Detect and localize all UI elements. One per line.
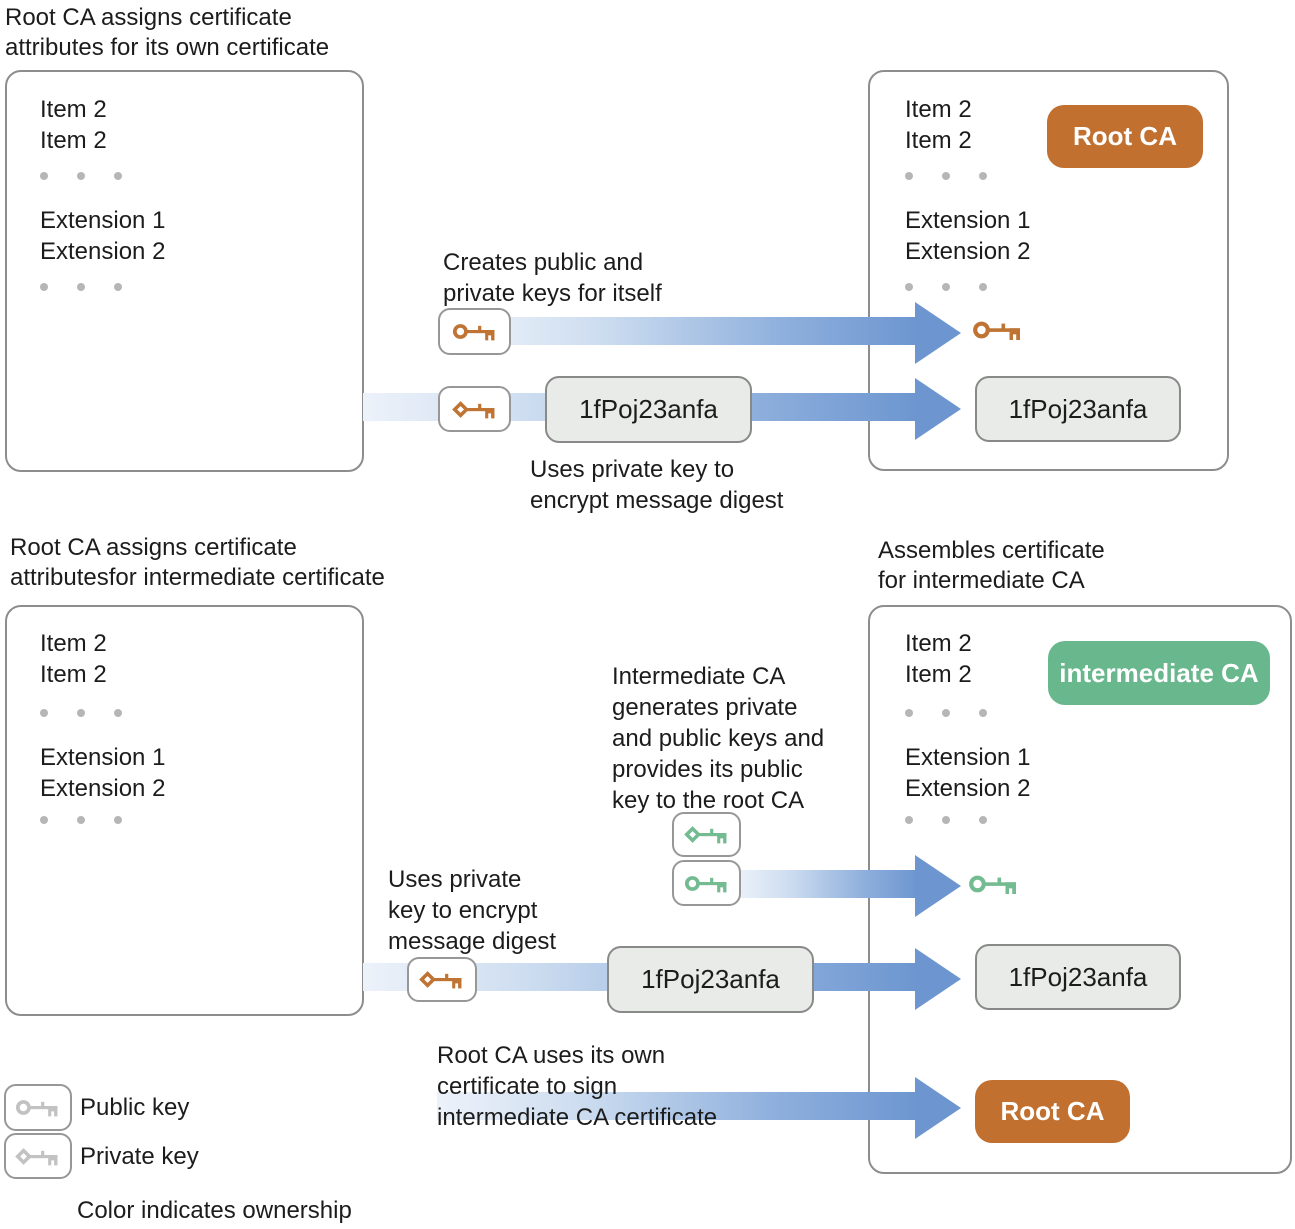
creates-keys-text: Creates public and private keys for itse…: [443, 247, 662, 309]
cert-item: Item 2: [905, 127, 972, 154]
cert-extensions: Extension 1 Extension 2: [905, 742, 1030, 804]
top-header-line1: Root CA assigns certificate: [5, 4, 292, 31]
cert-items: Item 2 Item 2: [905, 94, 972, 156]
bottom-left-cert-box: [5, 605, 364, 1016]
bottom-right-header: Assembles certificate for intermediate C…: [878, 536, 1105, 596]
ellipsis-dots: [905, 283, 987, 291]
cert-extension: Extension 1: [40, 207, 166, 234]
creates-keys-line: Creates public and: [443, 249, 644, 276]
signature-box: 1fPoj23anfa: [975, 376, 1181, 442]
intermediate-generates-text: Intermediate CA generates private and pu…: [612, 661, 824, 816]
cert-extension: Extension 2: [905, 775, 1031, 802]
legend-color-note: Color indicates ownership: [77, 1197, 352, 1224]
bottom-right-header-line2: for intermediate CA: [878, 567, 1085, 594]
ellipsis-dots: [40, 283, 122, 291]
bottom-left-header: Root CA assigns certificate attributesfo…: [10, 533, 385, 593]
uses-private-key-line: encrypt message digest: [530, 487, 784, 514]
ellipsis-dots: [905, 816, 987, 824]
root-ca-signs-line: intermediate CA certificate: [437, 1104, 718, 1131]
cert-item: Item 2: [40, 96, 107, 123]
legend-public-key-icon: [4, 1084, 72, 1131]
cert-extension: Extension 1: [40, 744, 166, 771]
public-key-icon: [972, 317, 1024, 343]
cert-item: Item 2: [905, 96, 972, 123]
cert-extensions: Extension 1 Extension 2: [905, 205, 1030, 267]
cert-item: Item 2: [40, 127, 107, 154]
ellipsis-dots: [905, 709, 987, 717]
root-ca-signs-line: Root CA uses its own: [437, 1042, 666, 1069]
cert-items: Item 2 Item 2: [905, 628, 972, 690]
public-key-icon: [672, 860, 741, 906]
top-header: Root CA assigns certificate attributes f…: [5, 3, 329, 63]
uses-private-key-line: key to encrypt: [388, 897, 538, 924]
cert-extension: Extension 1: [905, 744, 1031, 771]
ellipsis-dots: [905, 172, 987, 180]
private-key-icon: [438, 386, 511, 432]
legend-public-key-label: Public key: [80, 1094, 190, 1121]
top-header-line2: attributes for its own certificate: [5, 34, 330, 61]
bottom-left-header-line1: Root CA assigns certificate: [10, 534, 297, 561]
root-ca-badge: Root CA: [1047, 105, 1203, 168]
bottom-right-header-line1: Assembles certificate: [878, 537, 1105, 564]
top-left-cert-box: [5, 70, 364, 472]
intermediate-generates-line: key to the root CA: [612, 787, 805, 814]
signature-box: 1fPoj23anfa: [607, 946, 814, 1013]
cert-item: Item 2: [905, 661, 972, 688]
legend-private-key-label: Private key: [80, 1143, 199, 1170]
uses-private-key-line: Uses private: [388, 866, 522, 893]
cert-extensions: Extension 1 Extension 2: [40, 205, 165, 267]
uses-private-key-line: message digest: [388, 928, 557, 955]
intermediate-generates-line: provides its public: [612, 756, 803, 783]
uses-private-key-text: Uses private key to encrypt message dige…: [388, 864, 556, 957]
creates-keys-line: private keys for itself: [443, 280, 662, 307]
signature-box: 1fPoj23anfa: [545, 376, 752, 443]
uses-private-key-text: Uses private key to encrypt message dige…: [530, 454, 783, 516]
cert-item: Item 2: [40, 661, 107, 688]
cert-items: Item 2 Item 2: [40, 628, 107, 690]
root-ca-signs-line: certificate to sign: [437, 1073, 618, 1100]
ellipsis-dots: [40, 709, 122, 717]
arrow-public-key-body: [465, 317, 917, 345]
cert-extension: Extension 2: [40, 775, 166, 802]
intermediate-generates-line: and public keys and: [612, 725, 825, 752]
public-key-icon: [968, 871, 1020, 897]
arrow-intermediate-public-key-body: [735, 870, 917, 898]
cert-extension: Extension 2: [905, 238, 1031, 265]
intermediate-generates-line: Intermediate CA: [612, 663, 786, 690]
cert-item: Item 2: [40, 630, 107, 657]
ellipsis-dots: [40, 816, 122, 824]
private-key-icon: [407, 957, 477, 1002]
root-ca-signs-text: Root CA uses its own certificate to sign…: [437, 1040, 717, 1133]
cert-items: Item 2 Item 2: [40, 94, 107, 156]
private-key-icon: [672, 812, 741, 857]
cert-extension: Extension 1: [905, 207, 1031, 234]
cert-extensions: Extension 1 Extension 2: [40, 742, 165, 804]
root-ca-badge: Root CA: [975, 1080, 1130, 1143]
cert-item: Item 2: [905, 630, 972, 657]
uses-private-key-line: Uses private key to: [530, 456, 735, 483]
intermediate-generates-line: generates private: [612, 694, 798, 721]
public-key-icon: [438, 308, 511, 355]
arrow-root-signs-body: [437, 1092, 917, 1120]
signature-box: 1fPoj23anfa: [975, 944, 1181, 1010]
legend-private-key-icon: [4, 1133, 72, 1179]
intermediate-ca-badge: intermediate CA: [1048, 641, 1270, 705]
ellipsis-dots: [40, 172, 122, 180]
bottom-left-header-line2: attributesfor intermediate certificate: [10, 564, 385, 591]
cert-extension: Extension 2: [40, 238, 166, 265]
